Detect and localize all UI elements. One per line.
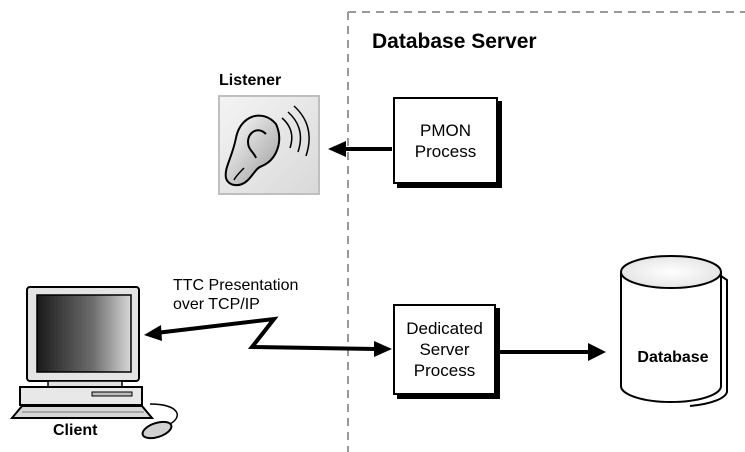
pmon-to-listener-arrow: [328, 141, 392, 157]
database-label: Database: [637, 349, 709, 366]
connection-label: TTC Presentation over TCP/IP: [173, 276, 298, 314]
listener-label: Listener: [219, 72, 282, 89]
pmon-label-line2: Process: [414, 141, 477, 161]
database-cylinder-icon: [620, 255, 728, 407]
ear-icon: [218, 95, 320, 195]
computer-icon: [9, 286, 178, 440]
pmon-label-line1: PMON: [419, 120, 471, 140]
client-server-connection: [144, 316, 392, 357]
dedicated-server-process-box: Dedicated Server Process: [393, 304, 496, 395]
server-title: Database Server: [372, 30, 537, 53]
connection-label-line2: over TCP/IP: [173, 296, 260, 313]
client-label: Client: [53, 422, 98, 439]
dedicated-label-line1: Dedicated: [406, 319, 483, 338]
dedicated-label-line2: Server: [419, 340, 470, 359]
server-to-database-arrow: [499, 343, 606, 361]
pmon-process-box: PMON Process: [393, 97, 498, 184]
server-boundary: [347, 11, 745, 452]
dedicated-label-line3: Process: [413, 361, 476, 380]
connection-label-line1: TTC Presentation: [173, 277, 299, 294]
